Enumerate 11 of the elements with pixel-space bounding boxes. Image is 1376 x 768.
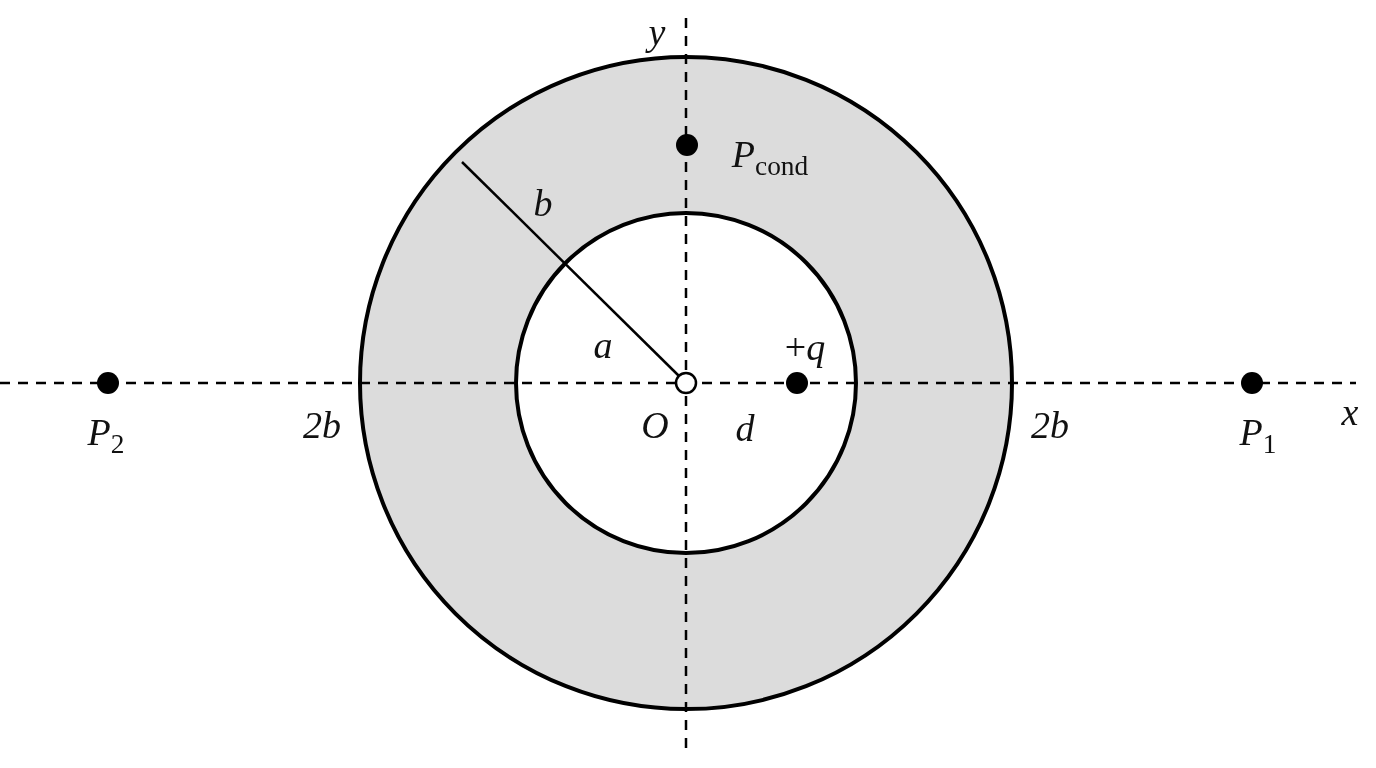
point-label: P$_{1}$ <box>1239 413 1277 459</box>
axis-label: x <box>1341 393 1359 431</box>
distance-label: d <box>735 409 755 447</box>
radius-label: b <box>533 184 553 222</box>
point-label: P$_{2}$ <box>87 413 125 459</box>
charge-label: +q <box>784 328 826 366</box>
radius-label: a <box>593 326 613 364</box>
distance-label: 2b <box>303 406 341 444</box>
origin-label: O <box>641 406 669 444</box>
distance-label: 2b <box>1031 406 1069 444</box>
point-label: P$_{cond}$ <box>731 135 809 181</box>
